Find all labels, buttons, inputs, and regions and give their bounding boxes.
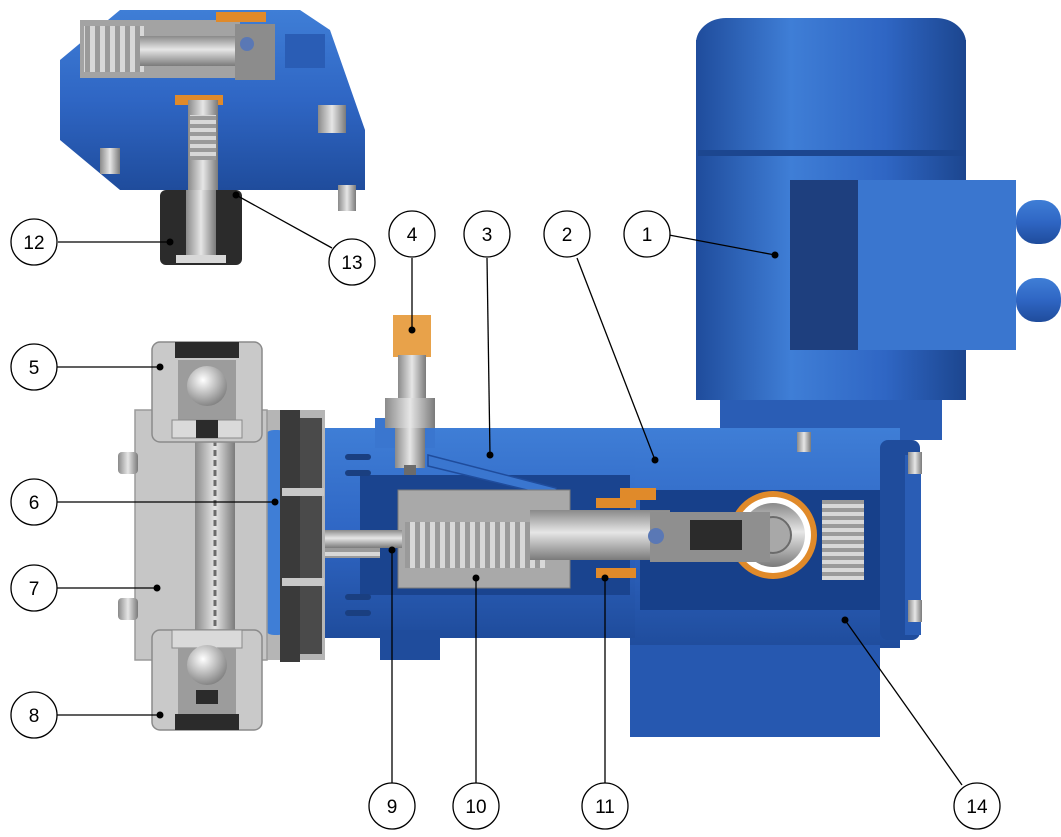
leader-dots [153, 191, 849, 719]
callout-9: 9 [368, 782, 416, 830]
callout-label-12: 12 [23, 233, 44, 254]
callout-label-3: 3 [482, 225, 493, 246]
discharge-valve [151, 341, 263, 443]
callout-3: 3 [463, 210, 511, 258]
callout-10: 10 [452, 782, 500, 830]
motor [696, 18, 1061, 440]
callout-6: 6 [10, 478, 58, 526]
pump-head [118, 409, 268, 661]
callout-label-6: 6 [29, 493, 40, 514]
callout-5: 5 [10, 343, 58, 391]
leader-3 [486, 257, 491, 456]
callout-14: 14 [953, 782, 1001, 830]
leader-14 [844, 619, 963, 786]
callout-label-2: 2 [562, 225, 573, 246]
callout-label-10: 10 [465, 797, 486, 818]
leader-lines [57, 194, 963, 786]
callout-4: 4 [388, 210, 436, 258]
suction-valve [151, 629, 263, 731]
callout-group: 1 2 3 4 5 6 7 8 [10, 210, 1001, 830]
leader-1 [668, 234, 776, 256]
callout-13: 13 [328, 238, 376, 286]
callout-label-14: 14 [966, 797, 988, 818]
leader-2 [576, 257, 656, 461]
callout-label-9: 9 [387, 797, 398, 818]
leader-13 [235, 194, 333, 249]
callout-11: 11 [581, 782, 629, 830]
stroke-adjust-knob [385, 315, 435, 475]
callout-label-8: 8 [29, 706, 40, 727]
gearbox-housing [630, 428, 922, 737]
callout-label-1: 1 [642, 225, 653, 246]
callout-label-5: 5 [29, 358, 40, 379]
callout-label-11: 11 [595, 797, 615, 818]
callout-12: 12 [10, 218, 58, 266]
spring-plunger-assembly [282, 488, 770, 589]
inset-detail [60, 10, 365, 265]
callout-1: 1 [623, 210, 671, 258]
callout-7: 7 [10, 564, 58, 612]
callout-8: 8 [10, 691, 58, 739]
callout-label-7: 7 [29, 579, 40, 600]
callout-label-4: 4 [407, 225, 418, 246]
callout-label-13: 13 [341, 253, 362, 274]
callout-2: 2 [543, 210, 591, 258]
